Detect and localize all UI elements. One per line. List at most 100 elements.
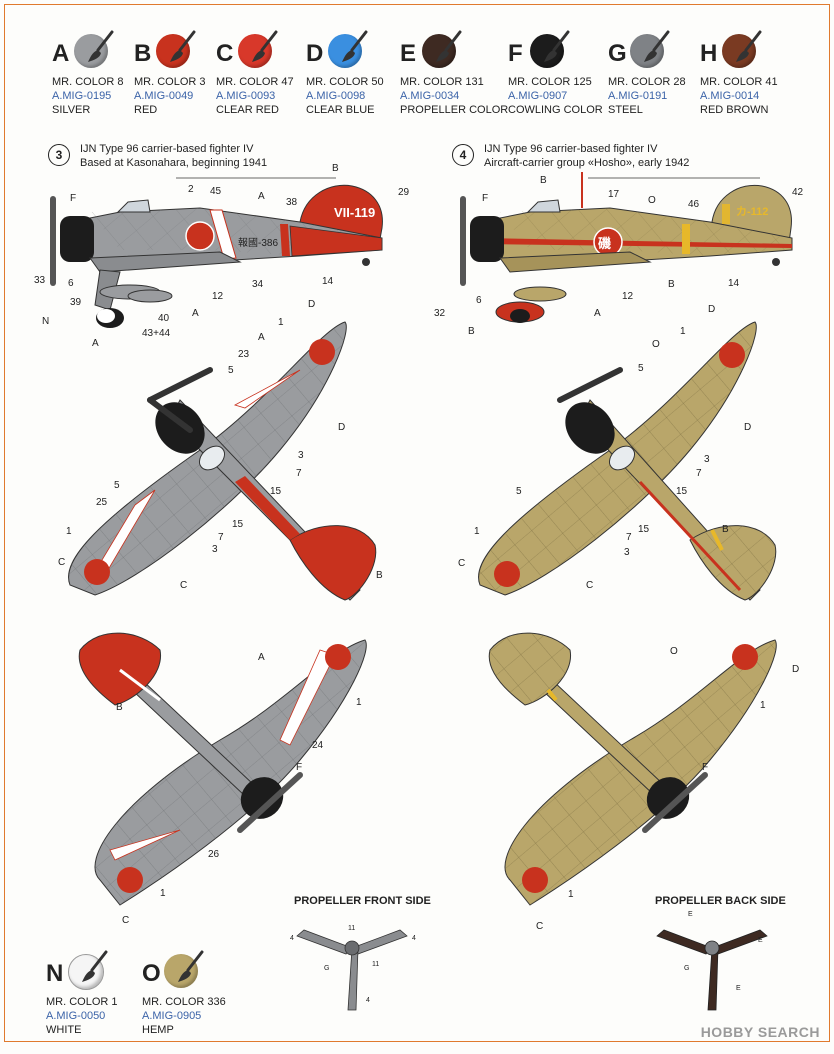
color-code: A.MIG-0098 (306, 90, 366, 102)
color-code: A.MIG-0905 (142, 1010, 202, 1022)
color-code: A.MIG-0195 (52, 90, 112, 102)
callout-3-top-12: 15 (232, 519, 244, 530)
callout-4-top-1: 1 (680, 326, 686, 337)
color-description: HEMP (142, 1024, 174, 1036)
callout-4-side-9: 12 (622, 291, 634, 302)
callout-3-side-7: 33 (34, 275, 46, 286)
paint-brush-icon (644, 30, 670, 62)
scheme-3-side-view (50, 177, 383, 328)
propeller-front-label-3: G (324, 965, 329, 972)
color-description: CLEAR BLUE (306, 104, 375, 116)
color-letter: N (46, 960, 64, 987)
propeller-front-label-0: 11 (348, 925, 355, 932)
propeller-back-label-1: E (758, 937, 763, 944)
callout-3-top-8: 15 (270, 486, 282, 497)
callout-3-bottom-4: F (296, 762, 302, 773)
scheme-4-subtitle: Aircraft-carrier group «Hosho», early 19… (484, 157, 690, 169)
color-description: SILVER (52, 104, 91, 116)
callout-3-side-16: 14 (322, 276, 334, 287)
callout-4-top-15: C (586, 580, 593, 591)
callout-3-bottom-2: B (116, 702, 123, 713)
propeller-front-title: PROPELLER FRONT SIDE (294, 895, 431, 907)
callout-3-top-3: 23 (238, 349, 250, 360)
callout-3-bottom-0: A (258, 652, 265, 663)
paint-dot-icon (630, 34, 664, 68)
paint-dot-icon (68, 954, 104, 990)
callout-3-side-8: 6 (68, 278, 74, 289)
callout-3-top-1: 1 (278, 317, 284, 328)
callout-3-side-6: 38 (286, 197, 298, 208)
color-name: MR. COLOR 1 (46, 996, 118, 1008)
callout-3-side-3: 2 (188, 184, 194, 195)
color-description: STEEL (608, 104, 643, 116)
paint-dot-icon (164, 954, 198, 988)
paint-brush-icon (88, 30, 114, 62)
callout-4-bottom-3: F (702, 762, 708, 773)
callout-4-side-4: 46 (688, 199, 700, 210)
callout-3-side-11: A (92, 338, 99, 349)
paint-dot-icon (238, 34, 272, 68)
color-name: MR. COLOR 125 (508, 76, 592, 88)
color-code: A.MIG-0907 (508, 90, 568, 102)
paint-brush-icon (82, 950, 108, 982)
color-description: PROPELLER COLOR (400, 104, 509, 116)
color-letter: G (608, 40, 627, 67)
scheme-4-tail-code: カ-112 (736, 205, 768, 218)
callout-3-top-9: 5 (114, 480, 120, 491)
color-code: A.MIG-0049 (134, 90, 194, 102)
callout-3-side-5: A (258, 191, 265, 202)
callout-4-top-3: 5 (638, 363, 644, 374)
scheme-3-subtitle: Based at Kasonahara, beginning 1941 (80, 157, 268, 169)
color-description: RED (134, 104, 158, 116)
scheme-3-fuselage-code: 報國-386 (238, 237, 278, 249)
scheme-4-top-view (478, 321, 777, 601)
callout-4-top-9: 15 (638, 524, 650, 535)
callout-4-top-13: B (722, 524, 729, 535)
color-description: COWLING COLOR (508, 104, 603, 116)
callout-3-top-14: 3 (212, 544, 218, 555)
paint-brush-icon (170, 30, 196, 62)
color-letter: F (508, 40, 523, 67)
scheme-3-tail-code: VII-119 (334, 205, 375, 220)
color-letter: E (400, 40, 417, 67)
paint-dot-icon (156, 34, 190, 68)
paint-brush-icon (736, 30, 762, 62)
callout-3-side-15: 34 (252, 279, 264, 290)
paint-brush-icon (436, 30, 462, 62)
callout-3-side-2: F (70, 193, 76, 204)
scheme-4-side-view (460, 172, 793, 323)
callout-3-side-4: 45 (210, 186, 222, 197)
callout-4-side-5: F (482, 193, 488, 204)
color-code: A.MIG-0050 (46, 1010, 106, 1022)
callout-3-bottom-1: 1 (356, 697, 362, 708)
callout-4-side-6: 32 (434, 308, 446, 319)
callout-4-side-2: 17 (608, 189, 620, 200)
callout-4-side-1: 42 (792, 187, 804, 198)
callout-4-side-11: 14 (728, 278, 740, 289)
callout-4-bottom-2: 1 (760, 700, 766, 711)
callout-3-top-17: B (376, 570, 383, 581)
scheme-4-fuselage-code: 磯 (598, 236, 611, 251)
callout-4-top-12: 1 (474, 526, 480, 537)
callout-3-top-10: 25 (96, 497, 108, 508)
callout-4-side-3: O (648, 195, 656, 206)
scheme-4-number: 4 (452, 144, 474, 166)
color-letter: A (52, 40, 70, 67)
callout-4-top-11: 3 (624, 547, 630, 558)
color-name: MR. COLOR 3 (134, 76, 206, 88)
callout-4-top-14: C (458, 558, 465, 569)
callout-3-bottom-3: 24 (312, 740, 324, 751)
color-name: MR. COLOR 47 (216, 76, 294, 88)
callout-4-bottom-1: D (792, 664, 799, 675)
callout-3-top-0: D (308, 299, 315, 310)
callout-4-bottom-0: O (670, 646, 678, 657)
paint-dot-icon (74, 34, 108, 68)
propeller-back (656, 929, 768, 1011)
color-name: MR. COLOR 8 (52, 76, 124, 88)
callout-3-side-12: 40 (158, 313, 170, 324)
callout-4-side-10: B (668, 279, 675, 290)
callout-4-top-2: O (652, 339, 660, 350)
callout-3-top-2: A (258, 332, 265, 343)
